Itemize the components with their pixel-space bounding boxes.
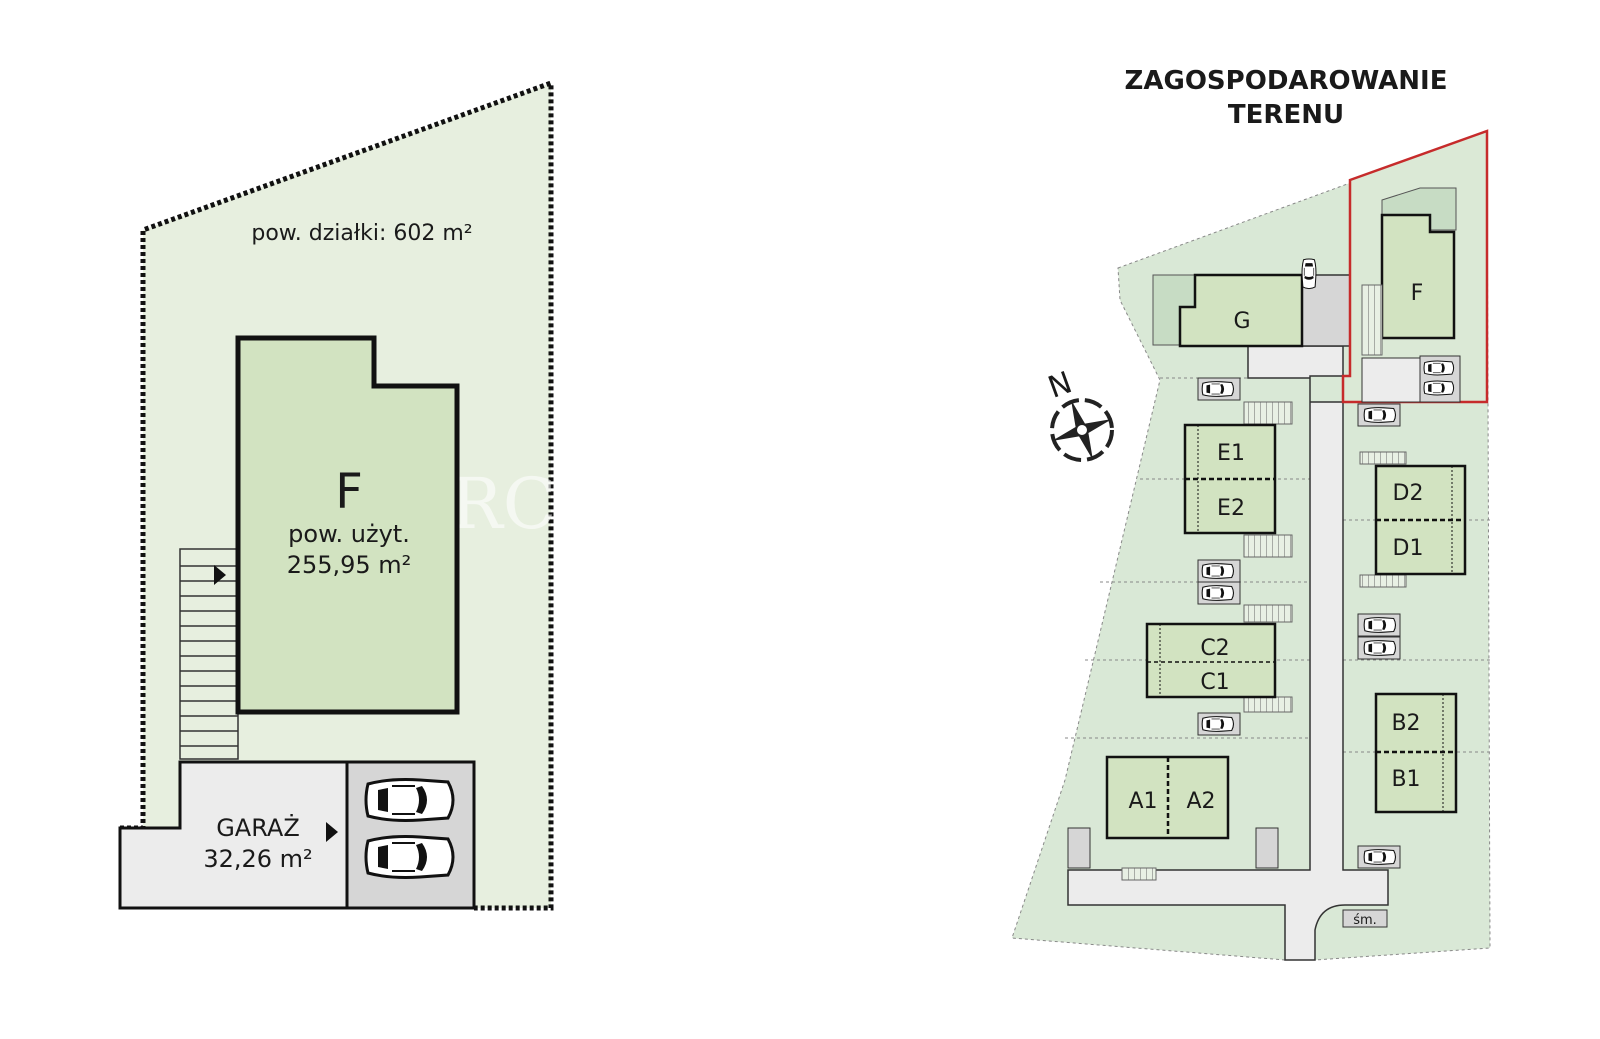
building-label-e1: E1 bbox=[1217, 441, 1245, 466]
building-f-outline bbox=[235, 335, 460, 715]
car-icon bbox=[1363, 640, 1397, 656]
building-f-area-label: pow. użyt. bbox=[288, 520, 410, 548]
car-icon bbox=[1423, 380, 1455, 396]
entrance-arrow-icon bbox=[214, 565, 226, 585]
building-label-b1: B1 bbox=[1391, 767, 1420, 792]
car-icon bbox=[1201, 716, 1235, 732]
site-plan-title-line2: TERENU bbox=[1228, 100, 1344, 130]
site-plan: G F bbox=[1011, 129, 1491, 961]
car-icon bbox=[1423, 360, 1455, 376]
garage-label: GARAŻ bbox=[216, 813, 300, 842]
compass-north-label: N bbox=[1044, 365, 1077, 406]
plot-boundary bbox=[120, 79, 554, 911]
building-f bbox=[1380, 213, 1456, 340]
plot-area-label: pow. działki: 602 m² bbox=[251, 221, 472, 246]
building-label-d1: D1 bbox=[1393, 536, 1424, 561]
garage-arrow-icon bbox=[326, 822, 338, 842]
waste-bins-label: śm. bbox=[1353, 913, 1377, 928]
site-plan-title-line1: ZAGOSPODAROWANIE bbox=[1125, 66, 1448, 96]
car-icon bbox=[1201, 585, 1235, 601]
building-label-b2: B2 bbox=[1391, 711, 1420, 736]
car-icon bbox=[1201, 381, 1235, 397]
stairs bbox=[1121, 401, 1407, 881]
building-label-a2: A2 bbox=[1186, 789, 1215, 814]
compass-icon bbox=[1050, 398, 1114, 462]
building-label-f: F bbox=[1411, 281, 1424, 306]
building-label-d2: D2 bbox=[1393, 481, 1424, 506]
building-label-c2: C2 bbox=[1200, 636, 1229, 661]
car-icon bbox=[1363, 849, 1397, 865]
car-icon bbox=[1363, 407, 1397, 423]
car-icon bbox=[364, 778, 455, 822]
car-icon bbox=[364, 835, 455, 879]
building-f-letter: F bbox=[335, 464, 363, 520]
building-label-e2: E2 bbox=[1217, 496, 1245, 521]
car-icon bbox=[1363, 617, 1397, 633]
watermark: RC bbox=[450, 463, 556, 545]
waste-bins bbox=[1342, 909, 1388, 928]
building-label-a1: A1 bbox=[1128, 789, 1157, 814]
garage-area-value: 32,26 m² bbox=[203, 845, 312, 873]
building-c bbox=[1145, 622, 1277, 699]
car-icon bbox=[1201, 563, 1235, 579]
building-label-g: G bbox=[1233, 309, 1250, 334]
plot-detail: pow. działki: 602 m² RC F pow. użyt. 255… bbox=[118, 79, 556, 911]
car-icon bbox=[1301, 258, 1317, 290]
stairs bbox=[179, 548, 239, 760]
building-f-area-value: 255,95 m² bbox=[287, 551, 412, 579]
building-label-c1: C1 bbox=[1200, 670, 1229, 695]
stairs bbox=[1361, 284, 1383, 356]
